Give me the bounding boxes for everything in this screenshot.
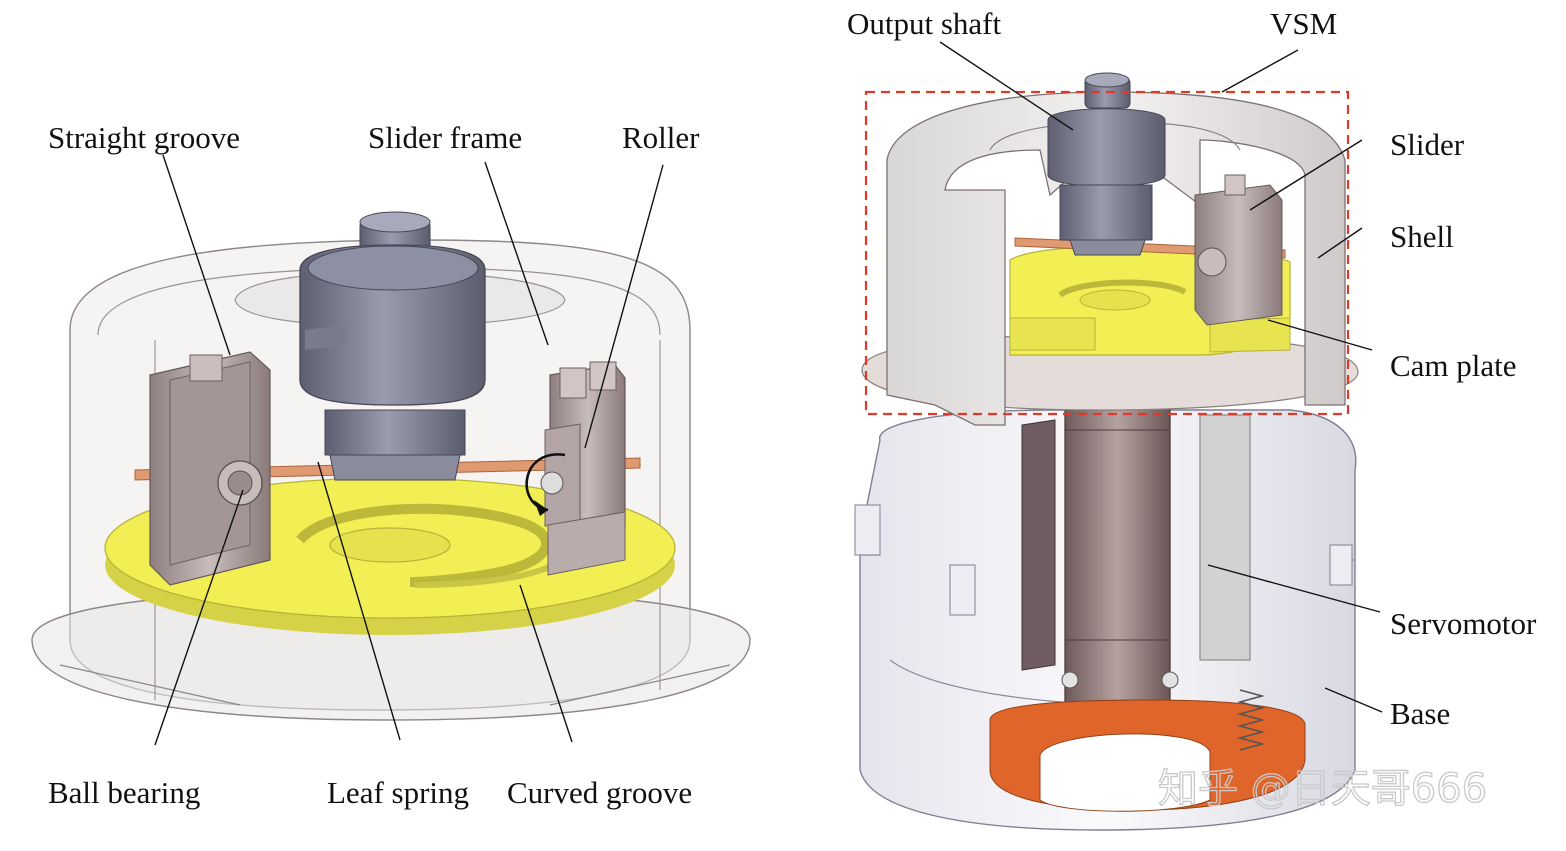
label-slider: Slider <box>1390 127 1465 162</box>
base-bottom-plate <box>989 689 1306 812</box>
label-servomotor: Servomotor <box>1390 606 1537 641</box>
right-slider-block <box>1194 174 1283 326</box>
label-straight-groove: Straight groove <box>48 120 240 155</box>
watermark: 知乎 @日天哥666 <box>1158 766 1487 812</box>
label-vsm: VSM <box>1270 6 1337 41</box>
label-output-shaft: Output shaft <box>847 6 1002 41</box>
label-slider-frame: Slider frame <box>368 120 522 155</box>
vsm-shell <box>861 91 1359 426</box>
label-shell: Shell <box>1390 219 1454 254</box>
label-base: Base <box>1390 696 1450 731</box>
right-slider-frame <box>525 361 626 576</box>
vsm-boundary-box <box>864 90 1350 416</box>
label-cam-plate: Cam plate <box>1390 348 1517 383</box>
label-leaf-spring: Leaf spring <box>327 775 469 810</box>
left-output-shaft <box>299 211 486 481</box>
label-roller: Roller <box>622 120 700 155</box>
label-curved-groove: Curved groove <box>507 775 692 810</box>
right-output-shaft <box>1047 72 1166 256</box>
right-assembly-drawing <box>854 41 1383 831</box>
label-ball-bearing: Ball bearing <box>48 775 200 810</box>
left-slider-block <box>149 351 271 586</box>
left-assembly-drawing <box>31 154 751 746</box>
